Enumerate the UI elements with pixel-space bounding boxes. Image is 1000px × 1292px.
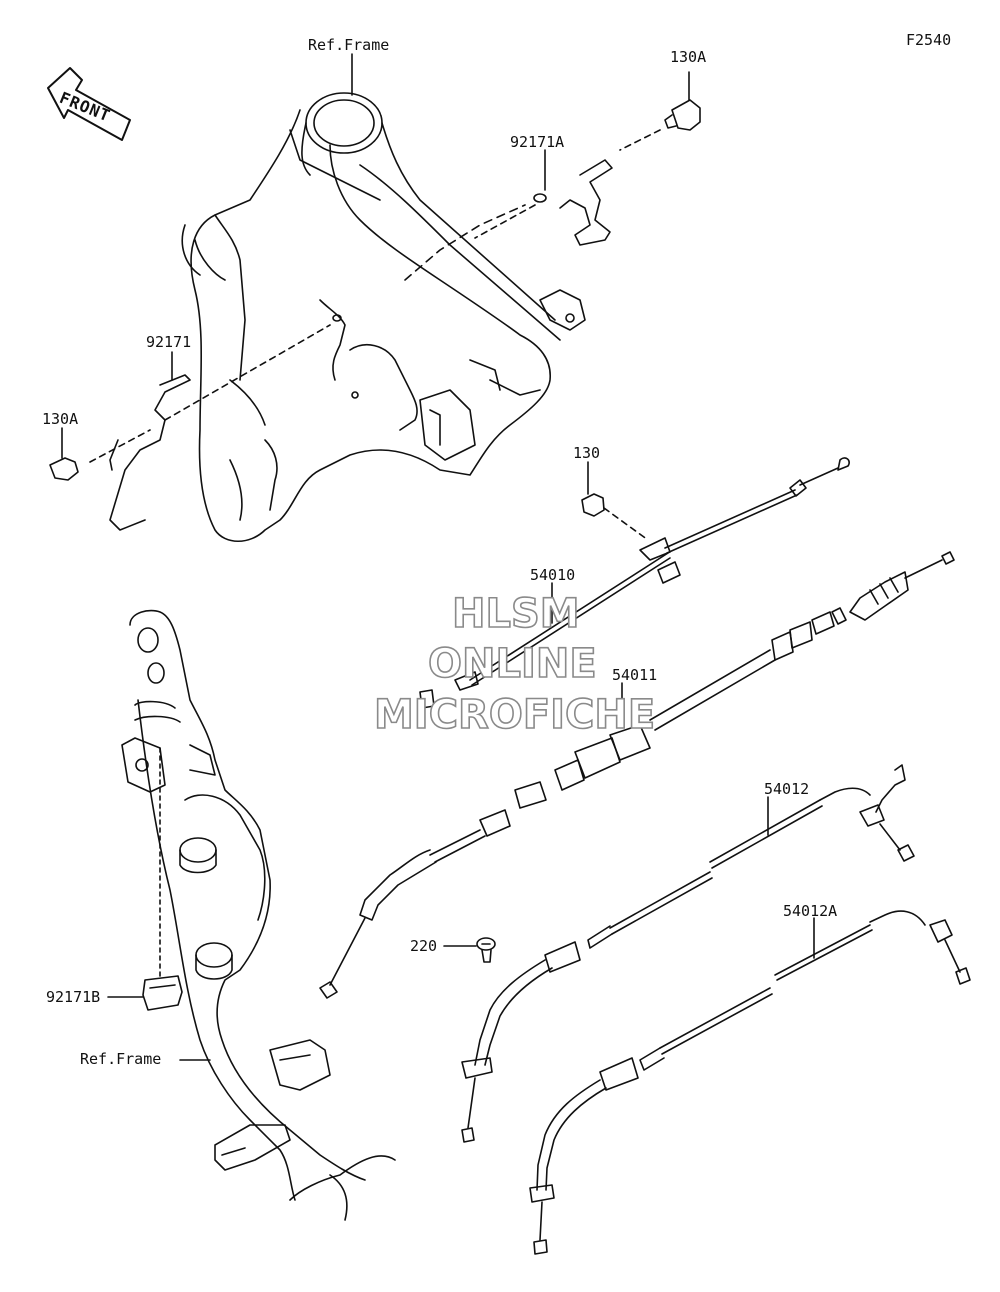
label-92171: 92171 xyxy=(146,333,192,351)
label-130a-left: 130A xyxy=(42,410,79,428)
front-arrow-icon xyxy=(47,67,131,141)
label-130: 130 xyxy=(573,444,601,462)
screw-220 xyxy=(443,937,496,963)
cable-54012 xyxy=(461,764,915,1143)
label-ref-frame-bottom: Ref.Frame xyxy=(80,1050,162,1068)
cable-54011 xyxy=(319,551,955,999)
frame-lower xyxy=(121,609,396,1221)
bolt-130 xyxy=(581,461,605,517)
cable-54010 xyxy=(419,457,850,709)
bolt-130a-top xyxy=(664,71,701,131)
clip-92171b xyxy=(107,747,183,1011)
label-92171b: 92171B xyxy=(46,988,101,1006)
frame-upper xyxy=(181,92,586,542)
watermark-line2: ONLINE xyxy=(427,641,597,687)
label-54012: 54012 xyxy=(764,780,810,798)
label-ref-frame-top: Ref.Frame xyxy=(308,36,390,54)
boss-upper xyxy=(179,837,217,863)
clip-92171a xyxy=(533,149,613,246)
clip-92171 xyxy=(109,351,191,531)
cable-54012a xyxy=(529,910,971,1255)
bolt-130a-left xyxy=(49,427,79,481)
boss-lower xyxy=(195,942,233,968)
label-54012a: 54012A xyxy=(783,902,838,920)
label-54010: 54010 xyxy=(530,566,576,584)
label-92171a: 92171A xyxy=(510,133,565,151)
label-130a-top: 130A xyxy=(670,48,707,66)
label-54011: 54011 xyxy=(612,666,658,684)
label-220: 220 xyxy=(410,937,438,955)
figure-code: F2540 xyxy=(906,31,952,49)
head-pipe xyxy=(305,92,383,154)
watermark-line1: HLSM xyxy=(451,591,580,637)
watermark-line3: MICROFICHE xyxy=(373,692,656,738)
